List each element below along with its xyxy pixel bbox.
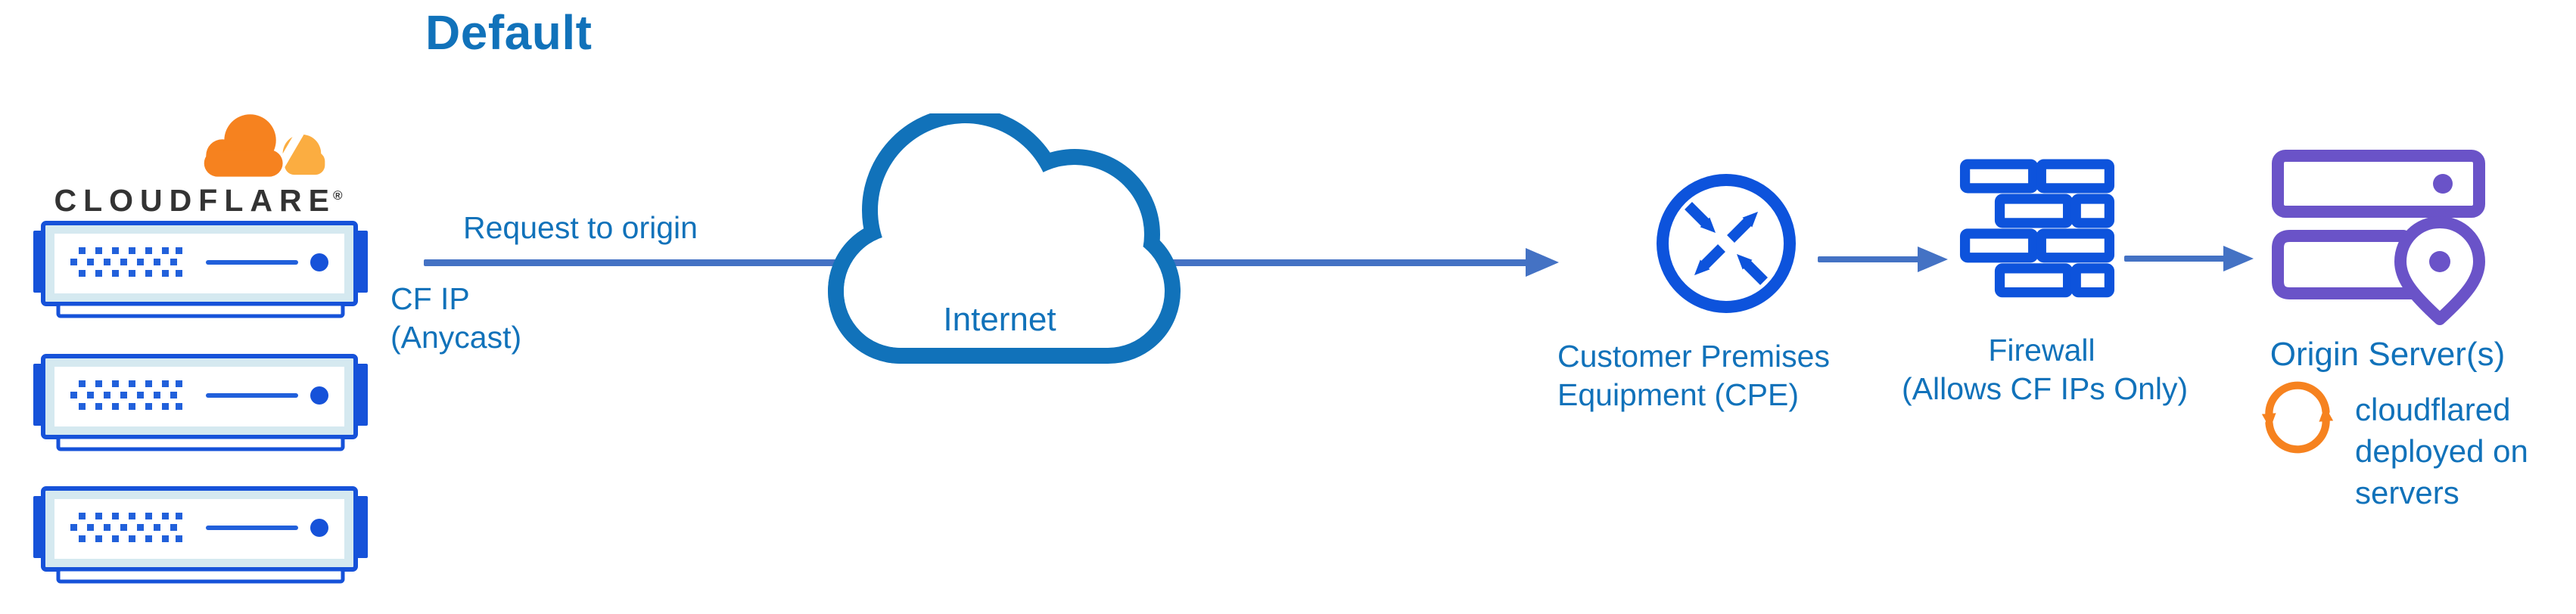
registered-mark: ® — [332, 188, 343, 203]
cpe-label-line2: Equipment (CPE) — [1557, 377, 1800, 412]
cloudflared-note-line2: deployed on — [2355, 433, 2528, 470]
firewall-to-origin-arrow-line — [2124, 256, 2226, 262]
wordmark-text: CLOUDFLARE — [54, 183, 336, 218]
request-to-origin-label: Request to origin — [463, 210, 698, 245]
cpe-label-line1: Customer Premises — [1557, 339, 1830, 374]
cloudflare-wordmark: CLOUDFLARE® — [47, 183, 350, 219]
cpe-label: Customer Premises Equipment (CPE) — [1557, 337, 1830, 414]
internet-cloud-icon: Internet — [821, 113, 1184, 371]
page-title: Default — [425, 5, 593, 60]
edge-server-icon — [33, 486, 368, 585]
cf-ip-line1: CF IP — [390, 281, 470, 316]
cloudflared-note-line1: cloudflared — [2355, 392, 2511, 427]
origin-servers-location-icon — [2272, 150, 2491, 325]
origin-servers-label: Origin Server(s) — [2270, 336, 2506, 373]
firewall-to-origin-arrowhead-icon — [2223, 246, 2254, 271]
firewall-label-line1: Firewall — [1988, 333, 2095, 367]
request-arrowhead-icon — [1526, 248, 1559, 277]
cpe-to-firewall-arrow-line — [1818, 256, 1921, 262]
cf-ip-line2: (Anycast) — [390, 319, 522, 355]
sync-arrows-icon — [2258, 378, 2337, 457]
edge-server-icon — [33, 354, 368, 452]
internet-label: Internet — [943, 301, 1056, 338]
firewall-label-line2: (Allows CF IPs Only) — [1902, 371, 2189, 406]
router-arrows-icon — [1650, 168, 1802, 319]
cloudflare-cloud-logo — [191, 107, 334, 177]
cpe-to-firewall-arrowhead-icon — [1918, 247, 1948, 272]
cloudflared-note: cloudflared deployed on servers — [2355, 389, 2528, 513]
firewall-label: Firewall (Allows CF IPs Only) — [1902, 331, 2189, 408]
edge-server-icon — [33, 221, 368, 319]
cloudflared-note-line3: servers — [2355, 475, 2459, 511]
brick-wall-icon — [1957, 157, 2117, 298]
cf-ip-anycast-label: CF IP (Anycast) — [390, 280, 521, 357]
